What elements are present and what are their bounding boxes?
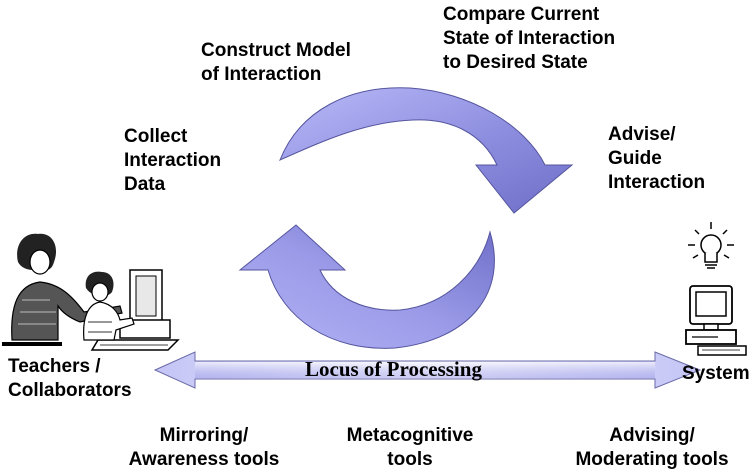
teachers-label: Teachers / Collaborators (8, 356, 132, 401)
system-label: System (682, 363, 750, 384)
advise-guide-label: Advise/ Guide Interaction (608, 124, 706, 193)
lightbulb-icon (688, 222, 734, 269)
cycle-arrow-upper (279, 87, 574, 214)
advising-tools-label: Advising/ Moderating tools (575, 425, 729, 470)
mirroring-tools-label: Mirroring/ Awareness tools (128, 425, 280, 470)
cycle-arrow-lower (238, 224, 495, 349)
construct-model-label: Construct Model of Interaction (201, 40, 351, 85)
collect-data-label: Collect Interaction Data (124, 126, 222, 195)
compare-state-label: Compare Current State of Interaction to … (443, 4, 616, 73)
metacognitive-tools-label: Metacognitive tools (346, 425, 474, 470)
locus-of-processing-label: Locus of Processing (305, 357, 482, 381)
teachers-clipart-icon (2, 233, 180, 351)
locus-axis-arrow (153, 351, 702, 389)
computer-icon (685, 285, 747, 356)
